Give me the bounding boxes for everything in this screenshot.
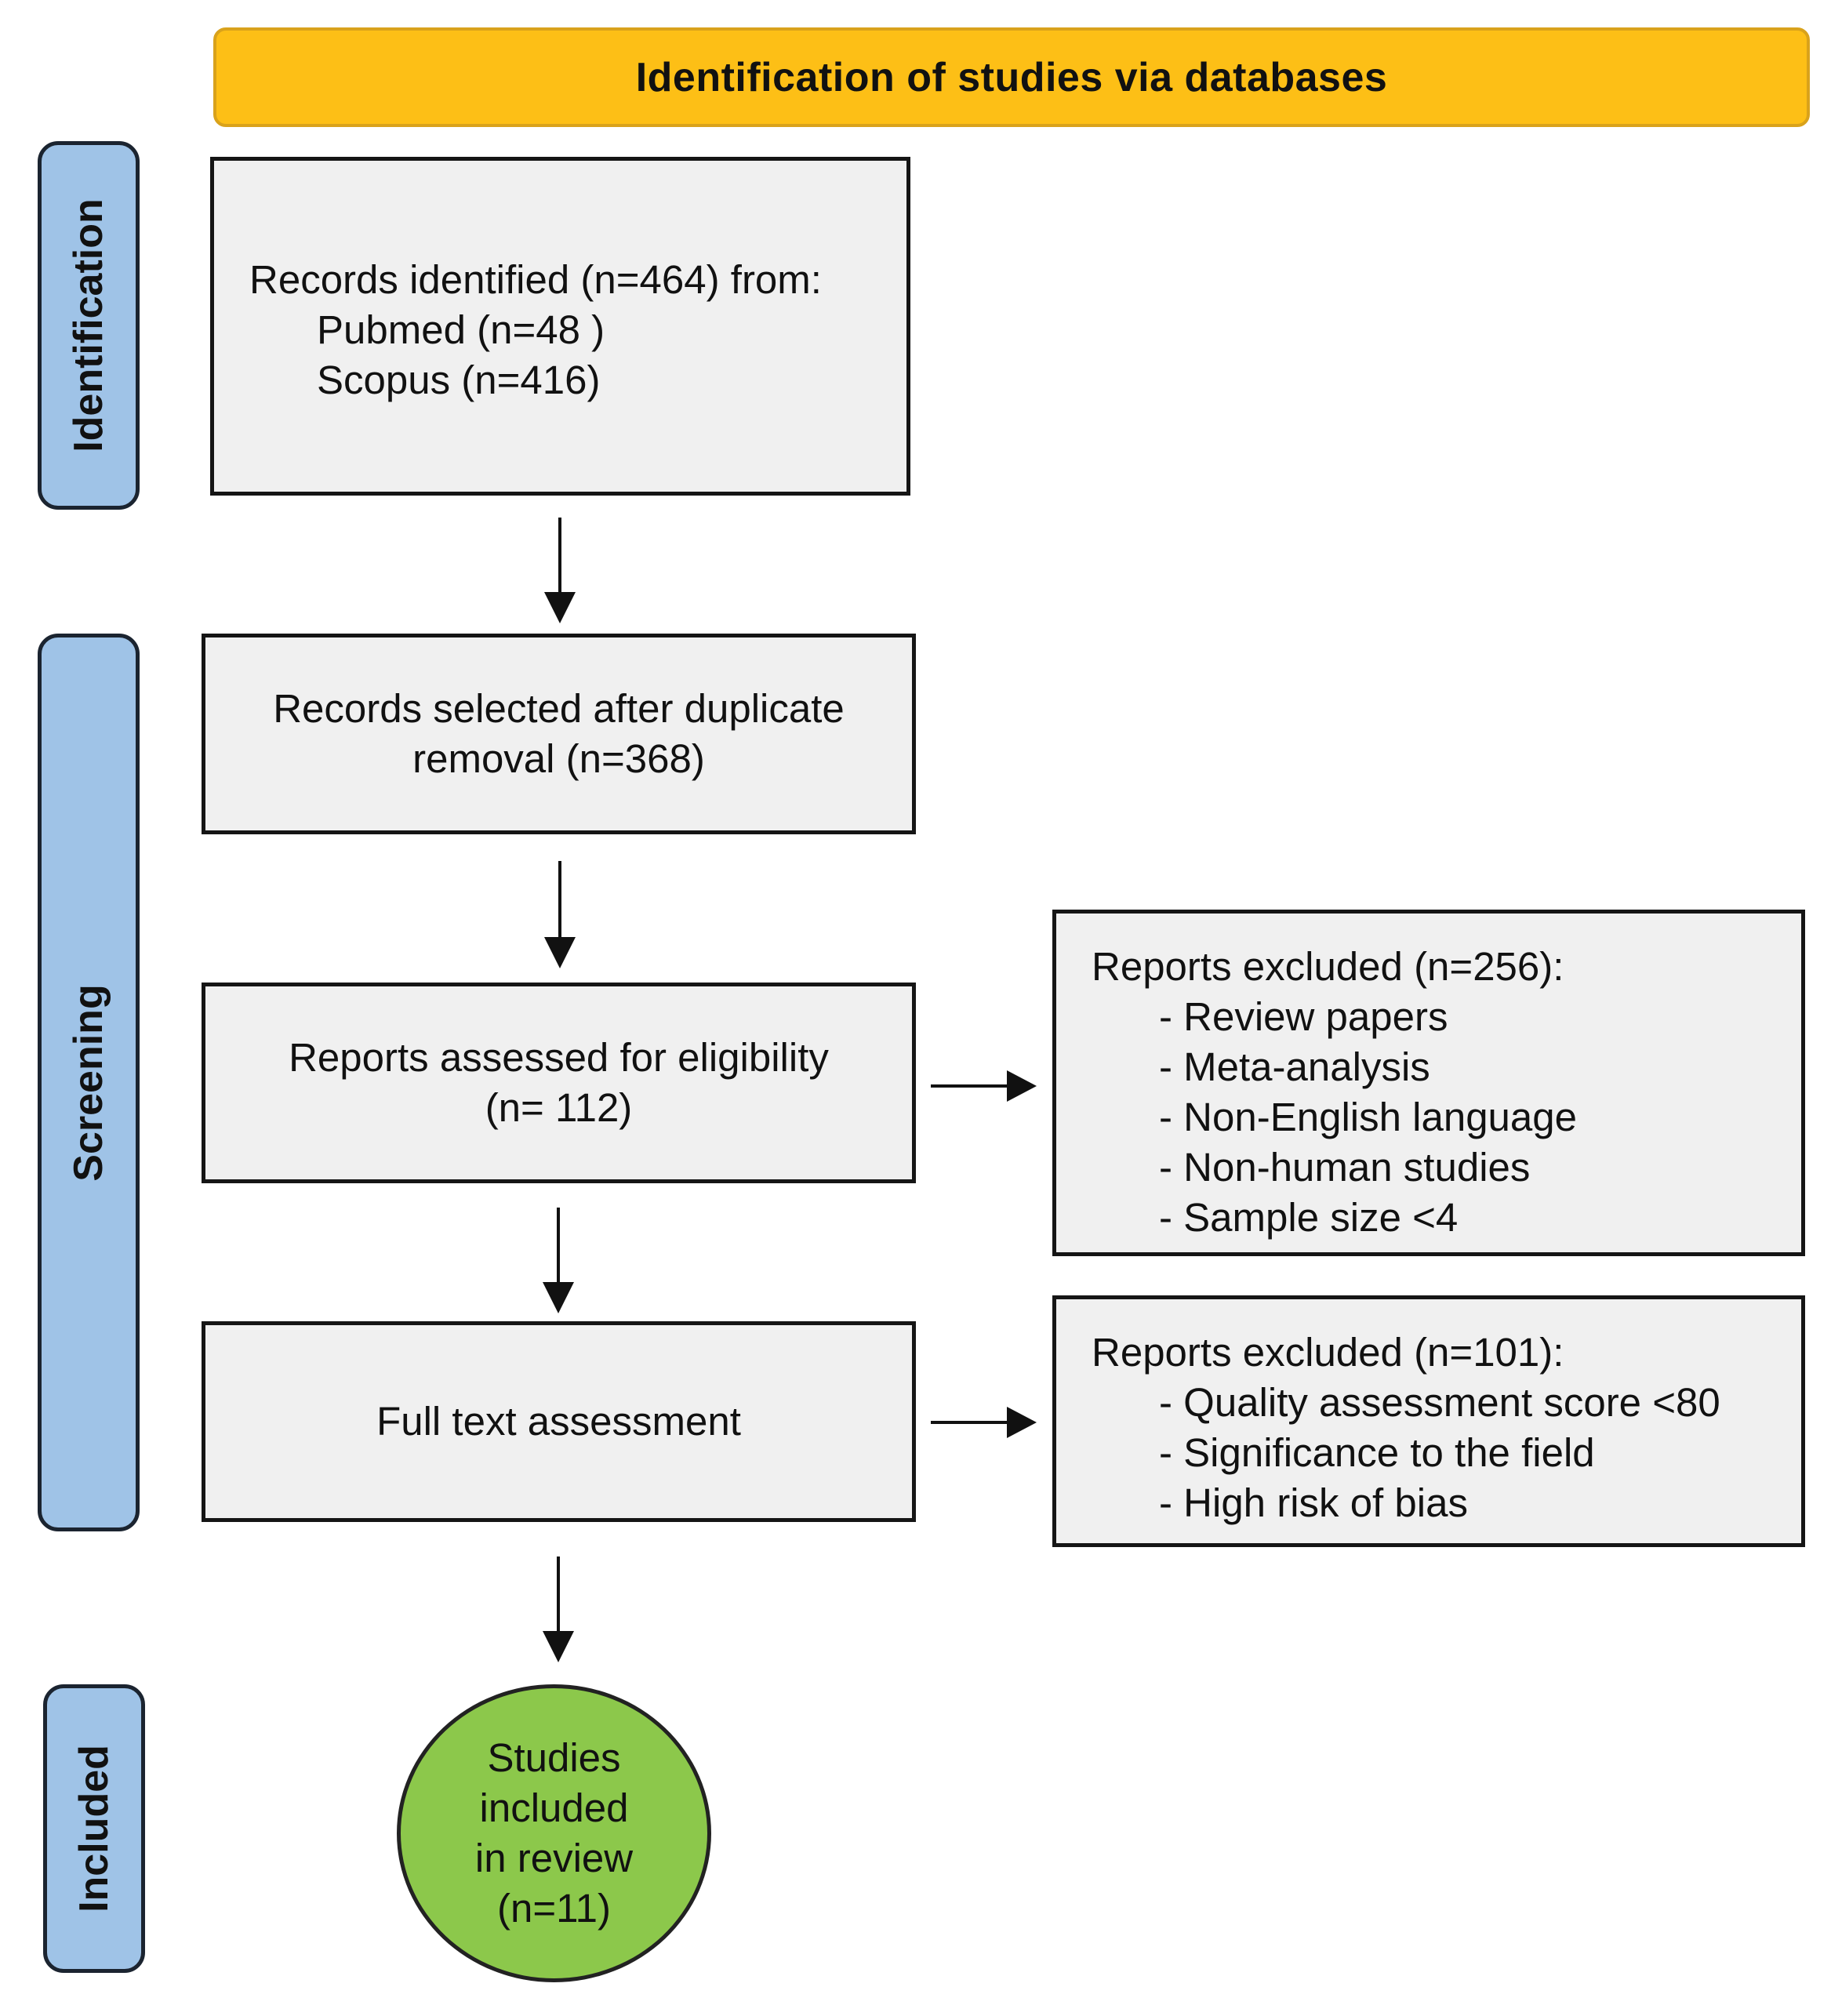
excluded-1-item: - Non-English language (1159, 1095, 1578, 1139)
eligibility-line-1: Reports assessed for eligibility (289, 1035, 829, 1080)
duplicate-removal-box: Records selected after duplicate removal… (202, 634, 916, 834)
excluded-box-1: Reports excluded (n=256): - Review paper… (1052, 910, 1805, 1256)
studies-included-line-2: included (479, 1785, 629, 1830)
records-identified-title: Records identified (n=464) from: (249, 257, 822, 302)
stage-label-screening: Screening (38, 634, 140, 1531)
eligibility-box: Reports assessed for eligibility (n= 112… (202, 983, 916, 1183)
header-title: Identification of studies via databases (635, 54, 1388, 100)
studies-included-line-3: in review (474, 1836, 634, 1880)
excluded-2-title: Reports excluded (n=101): (1092, 1330, 1564, 1375)
excluded-1-item: - Sample size <4 (1159, 1195, 1459, 1240)
arrow-identified-to-duplicates (544, 518, 576, 623)
eligibility-line-2: (n= 112) (485, 1085, 633, 1130)
excluded-2-item: - High risk of bias (1159, 1480, 1468, 1525)
duplicate-removal-line-2: removal (n=368) (412, 736, 705, 781)
duplicate-removal-line-1: Records selected after duplicate (273, 686, 845, 731)
excluded-1-title: Reports excluded (n=256): (1092, 944, 1564, 989)
excluded-1-item: - Non-human studies (1159, 1145, 1531, 1190)
stage-label-identification: Identification (38, 141, 140, 510)
stage-label-included: Included (43, 1684, 145, 1973)
full-text-box: Full text assessment (202, 1321, 916, 1522)
excluded-2-item: - Significance to the field (1159, 1430, 1595, 1475)
excluded-1-item: - Review papers (1159, 994, 1448, 1039)
excluded-2-item: - Quality assessment score <80 (1159, 1380, 1720, 1425)
arrow-fulltext-to-included (543, 1556, 574, 1662)
studies-included-line-1: Studies (487, 1735, 621, 1780)
arrow-eligibility-to-excluded-1 (931, 1070, 1037, 1102)
records-identified-box: Records identified (n=464) from: Pubmed … (210, 157, 910, 496)
arrow-duplicates-to-eligibility (544, 861, 576, 968)
header-banner: Identification of studies via databases (213, 27, 1810, 127)
excluded-box-2: Reports excluded (n=101): - Quality asse… (1052, 1295, 1805, 1547)
excluded-1-item: - Meta-analysis (1159, 1044, 1430, 1089)
studies-included-line-4: (n=11) (496, 1886, 612, 1931)
arrow-eligibility-to-fulltext (543, 1208, 574, 1313)
full-text-line: Full text assessment (376, 1399, 741, 1444)
records-identified-pubmed: Pubmed (n=48 ) (317, 307, 605, 352)
studies-included-oval: Studies included in review (n=11) (397, 1684, 711, 1982)
records-identified-scopus: Scopus (n=416) (317, 358, 601, 402)
arrow-fulltext-to-excluded-2 (931, 1407, 1037, 1438)
